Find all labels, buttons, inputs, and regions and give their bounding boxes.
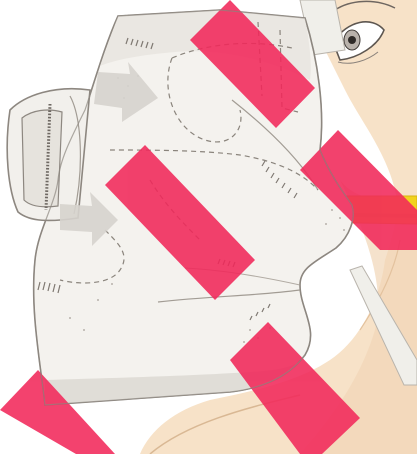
pupil	[348, 36, 356, 44]
exhalation-valve-icon	[7, 89, 90, 221]
